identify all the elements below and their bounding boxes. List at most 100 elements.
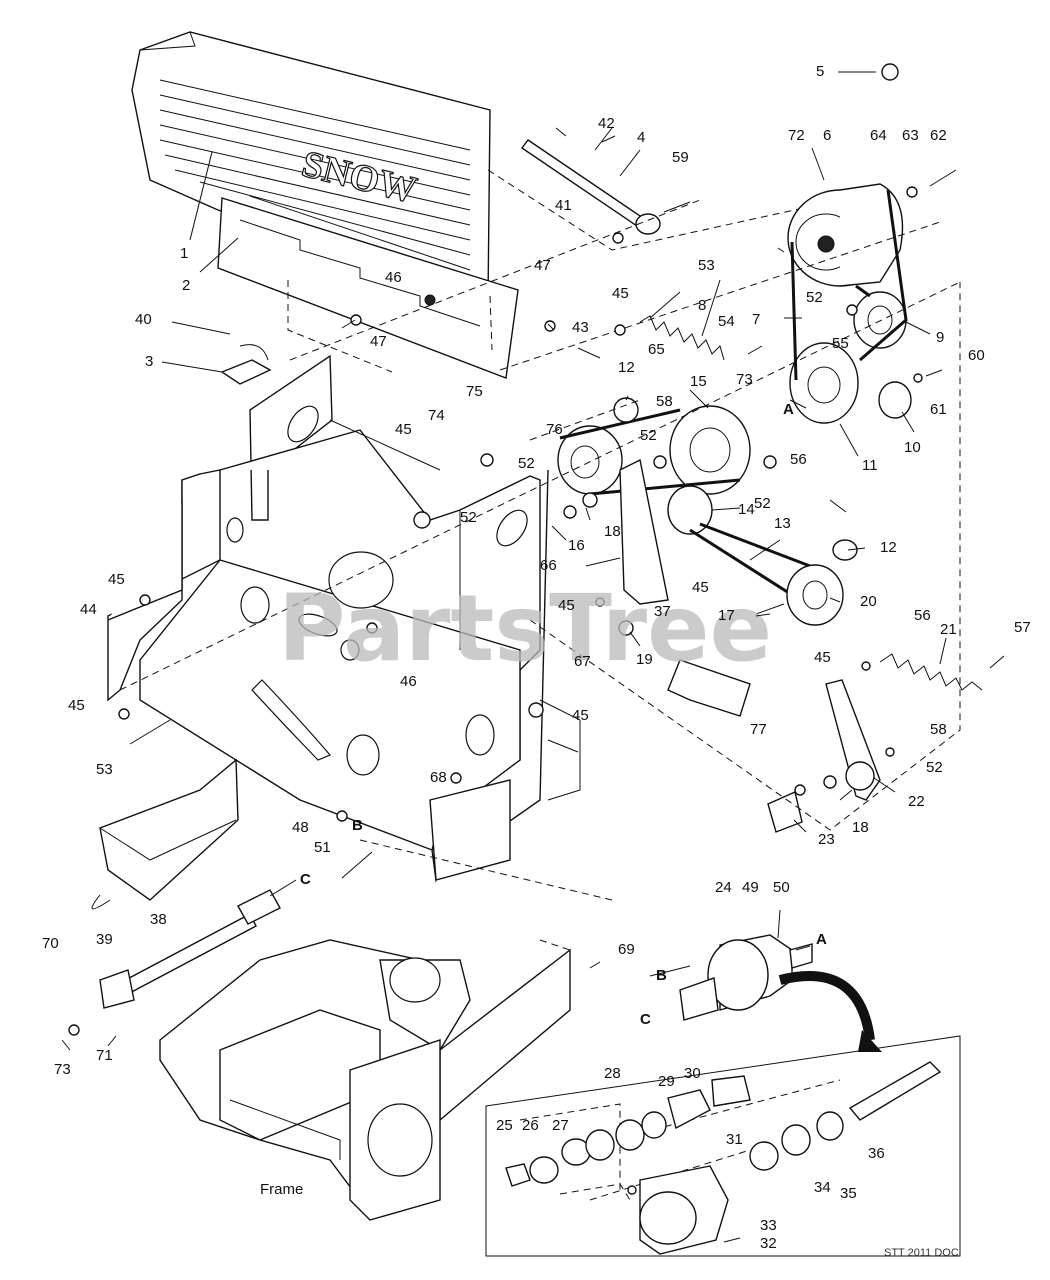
ref-b-pinion: B <box>656 967 667 984</box>
callout-70: 70 <box>42 935 59 952</box>
callout-76: 76 <box>546 421 563 438</box>
callout-36: 36 <box>868 1145 885 1162</box>
callout-63: 63 <box>902 127 919 144</box>
callout-49: 49 <box>742 879 759 896</box>
callout-41: 41 <box>555 197 572 214</box>
callout-77: 77 <box>750 721 767 738</box>
callout-28: 28 <box>604 1065 621 1082</box>
callout-73b: 73 <box>54 1061 71 1078</box>
drive-pulleys <box>787 183 912 424</box>
callout-72: 72 <box>788 127 805 144</box>
assembly-lines <box>119 199 961 951</box>
callout-9: 9 <box>936 329 944 346</box>
callout-45b: 45 <box>395 421 412 438</box>
callout-52f: 52 <box>926 759 943 776</box>
callout-25: 25 <box>496 1117 513 1134</box>
callout-23: 23 <box>818 831 835 848</box>
callout-48: 48 <box>292 819 309 836</box>
steering-shaft <box>99 879 297 1009</box>
callout-33: 33 <box>760 1217 777 1234</box>
callout-75: 75 <box>466 383 483 400</box>
callout-6: 6 <box>823 127 831 144</box>
callout-64: 64 <box>870 127 887 144</box>
callout-24: 24 <box>715 879 732 896</box>
callout-45g: 45 <box>572 707 589 724</box>
grille-pattern <box>159 79 471 271</box>
callout-73a: 73 <box>736 371 753 388</box>
hardware <box>61 63 1005 1243</box>
callout-68: 68 <box>430 769 447 786</box>
callout-12b: 12 <box>880 539 897 556</box>
callout-42: 42 <box>598 115 615 132</box>
callout-61: 61 <box>930 401 947 418</box>
springs <box>639 315 983 691</box>
callout-45c: 45 <box>108 571 125 588</box>
watermark: PartsTree <box>278 575 772 682</box>
callout-58a: 58 <box>656 393 673 410</box>
callout-57: 57 <box>1014 619 1031 636</box>
callout-19: 19 <box>636 651 653 668</box>
callout-59: 59 <box>672 149 689 166</box>
callout-45f: 45 <box>692 579 709 596</box>
callout-66: 66 <box>540 557 557 574</box>
callout-43: 43 <box>572 319 589 336</box>
callout-8: 8 <box>698 297 706 314</box>
callout-21: 21 <box>940 621 957 638</box>
callout-26: 26 <box>522 1117 539 1134</box>
frame-label: Frame <box>260 1181 303 1198</box>
idler-assembly <box>557 397 858 626</box>
callout-44: 44 <box>80 601 97 618</box>
callout-32: 32 <box>760 1235 777 1252</box>
callout-51: 51 <box>314 839 331 856</box>
callout-52c: 52 <box>518 455 535 472</box>
callout-62: 62 <box>930 127 947 144</box>
callout-46b: 46 <box>400 673 417 690</box>
frame-side-plates <box>107 354 581 883</box>
callout-12a: 12 <box>618 359 635 376</box>
callout-1: 1 <box>180 245 188 262</box>
panel-77 <box>667 659 751 717</box>
callout-22: 22 <box>908 793 925 810</box>
callout-47b: 47 <box>370 333 387 350</box>
callout-16: 16 <box>568 537 585 554</box>
callout-30: 30 <box>684 1065 701 1082</box>
callout-29: 29 <box>658 1073 675 1090</box>
callout-39: 39 <box>96 931 113 948</box>
callout-45h: 45 <box>814 649 831 666</box>
callout-50: 50 <box>773 879 790 896</box>
callout-60: 60 <box>968 347 985 364</box>
ref-c-shaft: C <box>300 871 311 888</box>
callout-10: 10 <box>904 439 921 456</box>
callout-numbers: 1 2 3 4 5 6 7 8 9 10 11 12 12 13 14 15 1… <box>42 63 1031 1252</box>
arm-22 <box>767 679 881 833</box>
reference-letters: A A B B C C <box>300 401 827 1028</box>
callout-52b: 52 <box>640 427 657 444</box>
lower-frame <box>159 939 571 1221</box>
callout-31: 31 <box>726 1131 743 1148</box>
callout-45e: 45 <box>558 597 575 614</box>
callout-47a: 47 <box>534 257 551 274</box>
callout-56b: 56 <box>914 607 931 624</box>
callout-3: 3 <box>145 353 153 370</box>
ref-b-frame: B <box>352 817 363 834</box>
callout-35: 35 <box>840 1185 857 1202</box>
callout-45a: 45 <box>612 285 629 302</box>
callout-52a: 52 <box>806 289 823 306</box>
callout-7: 7 <box>752 311 760 328</box>
callout-leaders <box>161 71 947 833</box>
callout-18b: 18 <box>852 819 869 836</box>
callout-74: 74 <box>428 407 445 424</box>
pinion-assembly <box>649 934 882 1052</box>
callout-52d: 52 <box>460 509 477 526</box>
detail-box <box>485 1035 961 1257</box>
callout-11: 11 <box>862 457 878 474</box>
callout-56a: 56 <box>790 451 807 468</box>
callout-20: 20 <box>860 593 877 610</box>
bracket-3 <box>220 344 272 385</box>
callout-18a: 18 <box>604 523 621 540</box>
callout-34: 34 <box>814 1179 831 1196</box>
callout-46a: 46 <box>385 269 402 286</box>
callout-38: 38 <box>150 911 167 928</box>
callout-52e: 52 <box>754 495 771 512</box>
